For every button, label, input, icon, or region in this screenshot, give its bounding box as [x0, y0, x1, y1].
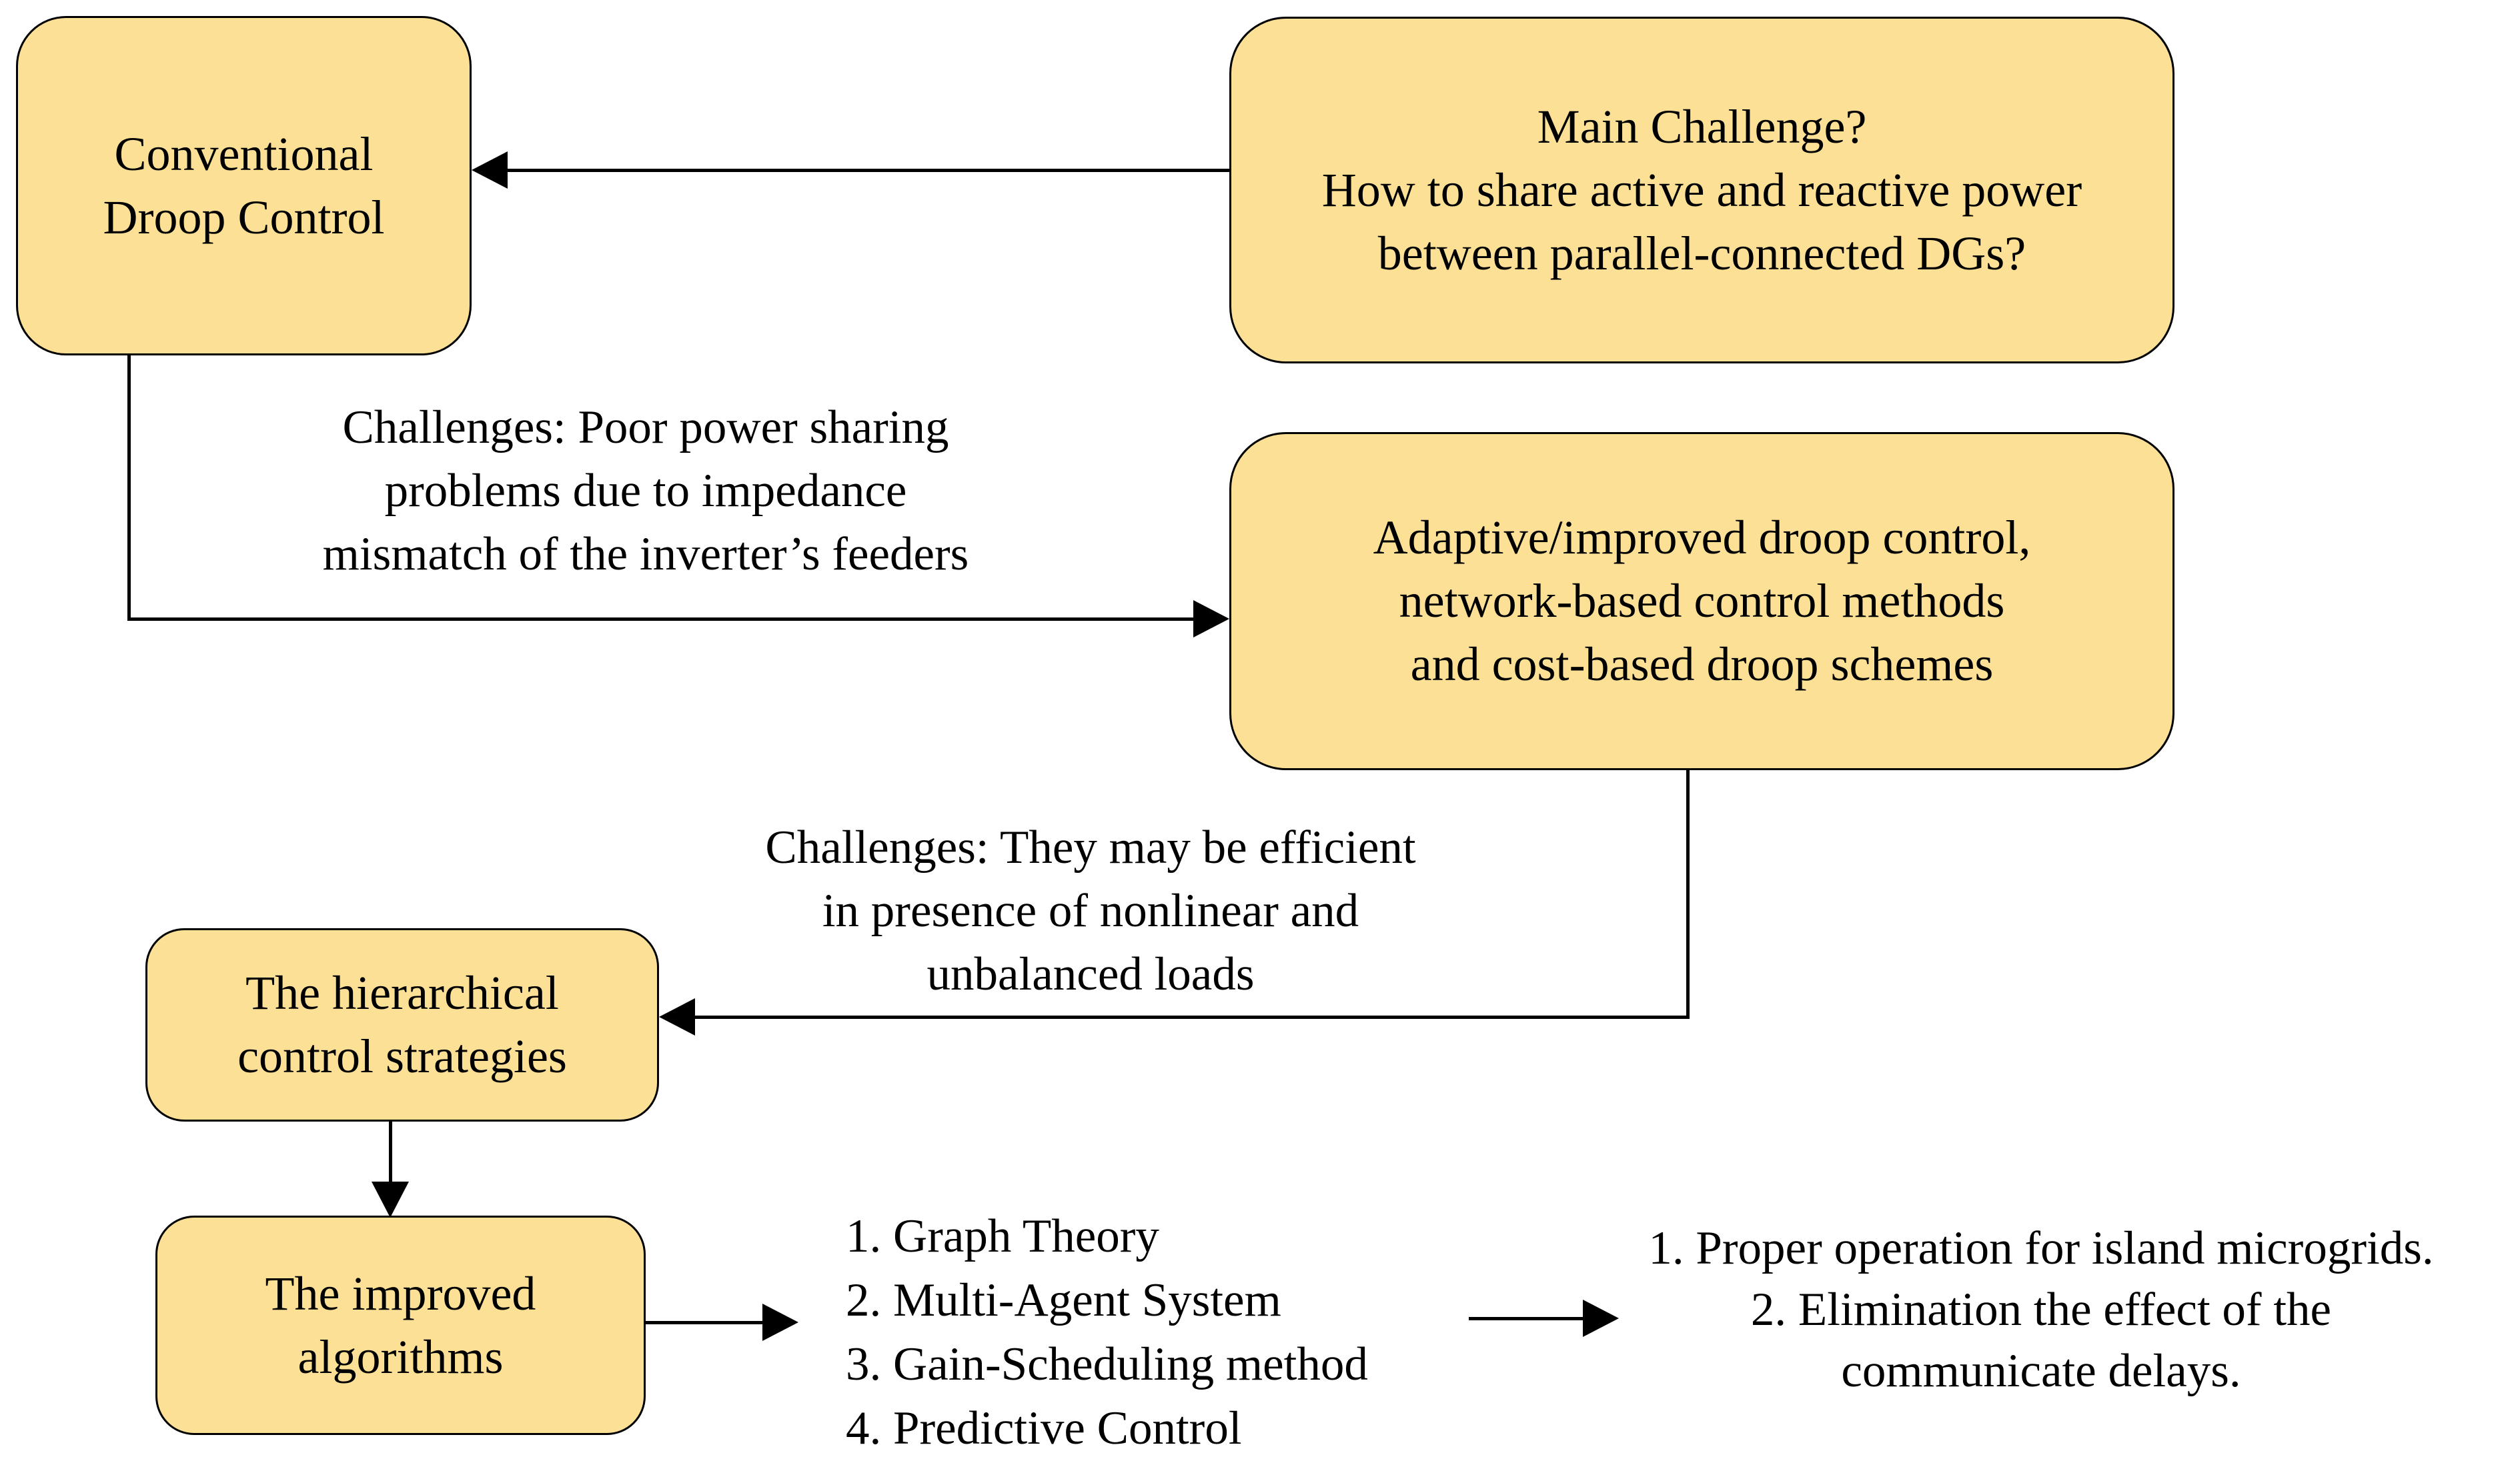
improved-algorithms-box: The improved algorithms — [155, 1216, 646, 1435]
list-item: 1. Graph Theory — [846, 1210, 1159, 1262]
connector-main-to-conventional — [506, 169, 1229, 172]
arrowhead-down-icon — [372, 1182, 409, 1218]
adaptive-droop-label: Adaptive/improved droop control, network… — [1373, 511, 2031, 691]
list-item: 2. Multi-Agent System — [846, 1274, 1281, 1326]
list-item: 4. Predictive Control — [846, 1402, 1242, 1454]
challenge-note-power-sharing: Challenges: Poor power sharing problems … — [322, 401, 969, 580]
connector-improved-to-algorithms — [646, 1321, 763, 1324]
main-challenge-box: Main Challenge? How to share active and … — [1229, 17, 2174, 363]
challenge-note-nonlinear-loads: Challenges: They may be efficient in pre… — [765, 822, 1416, 1000]
connector-conventional-down — [127, 355, 131, 620]
arrowhead-left-icon — [659, 998, 695, 1036]
arrowhead-left-icon — [472, 151, 508, 189]
main-challenge-label: Main Challenge? How to share active and … — [1321, 99, 2082, 280]
connector-algorithms-to-outcomes — [1469, 1317, 1586, 1320]
adaptive-droop-box: Adaptive/improved droop control, network… — [1229, 432, 2174, 770]
conventional-droop-control-label: Conventional Droop Control — [103, 127, 385, 244]
hierarchical-control-label: The hierarchical control strategies — [237, 966, 567, 1083]
arrowhead-right-icon — [762, 1304, 798, 1341]
outcomes-list: 1. Proper operation for island microgrid… — [1648, 1222, 2434, 1397]
arrowhead-right-icon — [1193, 600, 1229, 637]
connector-hierarchical-to-improved — [389, 1122, 392, 1183]
conventional-droop-control-box: Conventional Droop Control — [16, 16, 472, 355]
arrowhead-right-icon — [1583, 1300, 1619, 1337]
connector-conventional-to-adaptive — [127, 617, 1195, 621]
hierarchical-control-box: The hierarchical control strategies — [145, 928, 659, 1122]
connector-adaptive-to-hierarchical — [694, 1016, 1690, 1019]
algorithms-list: 1. Graph Theory 2. Multi-Agent System 3.… — [846, 1204, 1368, 1460]
list-item: 3. Gain-Scheduling method — [846, 1338, 1368, 1390]
connector-adaptive-down — [1686, 770, 1690, 1018]
improved-algorithms-label: The improved algorithms — [265, 1266, 536, 1384]
